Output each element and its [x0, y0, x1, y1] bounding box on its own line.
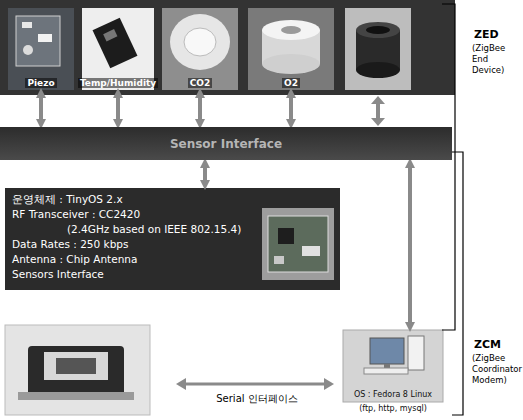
- node-text: O2: [282, 78, 300, 88]
- sensor-photo: Piezo: [8, 8, 74, 90]
- sensor-body: [356, 62, 400, 78]
- fifth-sensor-photo: [345, 8, 411, 90]
- node-text: RF Transceiver : CC2420: [12, 207, 257, 222]
- node-text: 운영체제 : TinyOS 2.x: [12, 192, 257, 207]
- group-caption: (ZigBee End Device): [472, 43, 522, 76]
- component: [38, 34, 52, 42]
- o2-cylinder: [281, 26, 301, 34]
- component: [23, 45, 33, 55]
- photo-ground: [345, 8, 411, 90]
- sensor-cap: [184, 28, 216, 56]
- node-text: Sensor Interface: [170, 137, 282, 151]
- arrow-head: [324, 378, 334, 390]
- double-arrow: [116, 93, 120, 124]
- node-text: Temp/Humidity: [78, 78, 158, 88]
- group-label: ZCM: [474, 338, 522, 351]
- node-text: CO2: [188, 78, 213, 88]
- double-arrow: [203, 163, 207, 185]
- module-box: 운영체제 : TinyOS 2.xRF Transceiver : CC2420…: [5, 188, 340, 290]
- node-text: Piezo: [25, 78, 56, 88]
- sensor-body: [356, 22, 400, 38]
- sensor-photo: CO2: [162, 8, 238, 90]
- sensor-panel: [0, 0, 455, 95]
- double-arrow: [198, 93, 202, 124]
- node-text: (2.4GHz based on IEEE 802.15.4): [12, 222, 257, 237]
- chip-window: [103, 29, 117, 41]
- server-box: OS : Fedora 8 Linux(ftp, http, mysql): [343, 330, 443, 402]
- photo-ground: [262, 208, 334, 280]
- zcm-bracket: [452, 152, 463, 415]
- module-photo: [262, 208, 334, 280]
- arrow-shaft: [376, 102, 380, 120]
- double-arrow: [289, 93, 293, 124]
- group-label: ZED: [474, 28, 522, 41]
- module-panel: [5, 188, 340, 290]
- node-text: Antenna : Chip Antenna: [12, 252, 257, 267]
- modem-board: [56, 358, 96, 374]
- photo-ground: [248, 8, 334, 90]
- component: [274, 256, 284, 264]
- group-caption: (ZigBee Coordinator Modem): [472, 353, 522, 386]
- co2-photo: [162, 8, 238, 90]
- o2-photo: [248, 8, 334, 90]
- arrow-head: [371, 118, 385, 126]
- node-text: (ftp, http, mysql): [333, 404, 453, 413]
- interface-band: Sensor Interface: [0, 127, 452, 160]
- sensor-photo: O2: [248, 8, 334, 90]
- computer-panel: [343, 330, 443, 402]
- sensor-body: [366, 26, 390, 34]
- o2-cylinder: [262, 20, 320, 40]
- photo-ground: [8, 8, 74, 90]
- interface-label: Serial 인터페이스: [190, 392, 324, 406]
- double-arrow: [408, 163, 412, 327]
- node-text: OS : Fedora 8 Linux: [354, 390, 432, 399]
- serial-device-photo: [5, 325, 150, 415]
- rf-chip: [278, 228, 294, 244]
- modem-body: [28, 346, 124, 396]
- modem-base: [18, 392, 134, 400]
- monitor: [370, 338, 404, 364]
- computer-icon: [343, 330, 443, 402]
- sensor-chip: [93, 18, 138, 69]
- photo-ground: [5, 325, 150, 415]
- arrow-head: [176, 378, 186, 390]
- sensor-photo: Temp/Humidity: [82, 8, 154, 90]
- node-text: Sensors Interface: [12, 267, 257, 282]
- o2-cylinder: [262, 54, 320, 74]
- modem-window: [44, 352, 108, 380]
- arrow-head: [371, 96, 385, 104]
- tower: [408, 336, 424, 370]
- fifth-sensor-arrow: [371, 96, 385, 126]
- circuit-board: [268, 216, 328, 272]
- serial-arrow: [176, 378, 334, 390]
- monitor-stand: [384, 364, 390, 368]
- arrow-shaft: [185, 383, 325, 386]
- piezo-photo: [8, 8, 74, 90]
- component: [302, 246, 320, 256]
- component: [22, 22, 32, 28]
- zed-bracket: [442, 4, 455, 330]
- double-arrow: [39, 93, 43, 124]
- node-text: Data Rates : 250 kbps: [12, 237, 257, 252]
- photo-ground: [162, 8, 238, 90]
- keyboard: [364, 368, 408, 374]
- co2-sensor: [170, 14, 230, 70]
- circuit-board: [16, 16, 60, 66]
